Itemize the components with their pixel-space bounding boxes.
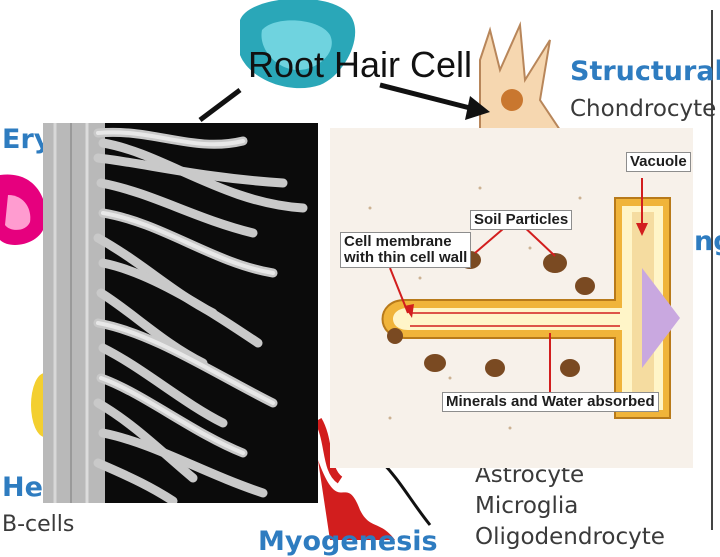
label-vacuole: Vacuole	[626, 152, 691, 172]
soil-particle	[424, 354, 446, 372]
label-bcells: B-cells	[2, 512, 75, 537]
vacuole-purple-arrow	[642, 268, 680, 368]
arrow-left	[198, 88, 242, 122]
soil-particle	[575, 277, 595, 295]
label-microglia: Microglia	[475, 493, 579, 519]
soil-particle	[560, 359, 580, 377]
arrow-structural	[379, 82, 471, 111]
label-cell-membrane-line2: with thin cell wall	[344, 249, 468, 266]
label-myogenesis: Myogenesis	[258, 526, 438, 557]
soil-particle	[387, 328, 403, 344]
label-structural: Structural	[570, 56, 720, 87]
label-minerals-water: Minerals and Water absorbed	[442, 392, 659, 412]
label-ng: ng	[694, 226, 720, 257]
label-oligodendrocyte: Oligodendrocyte	[475, 524, 665, 550]
slide-title: Root Hair Cell	[247, 44, 473, 85]
label-cell-membrane: Cell membrane with thin cell wall	[340, 232, 472, 268]
label-cell-membrane-line1: Cell membrane	[344, 233, 452, 250]
soil-particle	[543, 253, 567, 273]
label-chondrocyte: Chondrocyte	[570, 96, 717, 122]
neuron-red	[318, 460, 395, 540]
root-hair-schematic	[330, 128, 693, 468]
root-hair-micrograph	[43, 123, 318, 503]
soil-particle	[485, 359, 505, 377]
label-soil-particles: Soil Particles	[470, 210, 573, 230]
root-hair-cytoplasm	[393, 206, 663, 410]
